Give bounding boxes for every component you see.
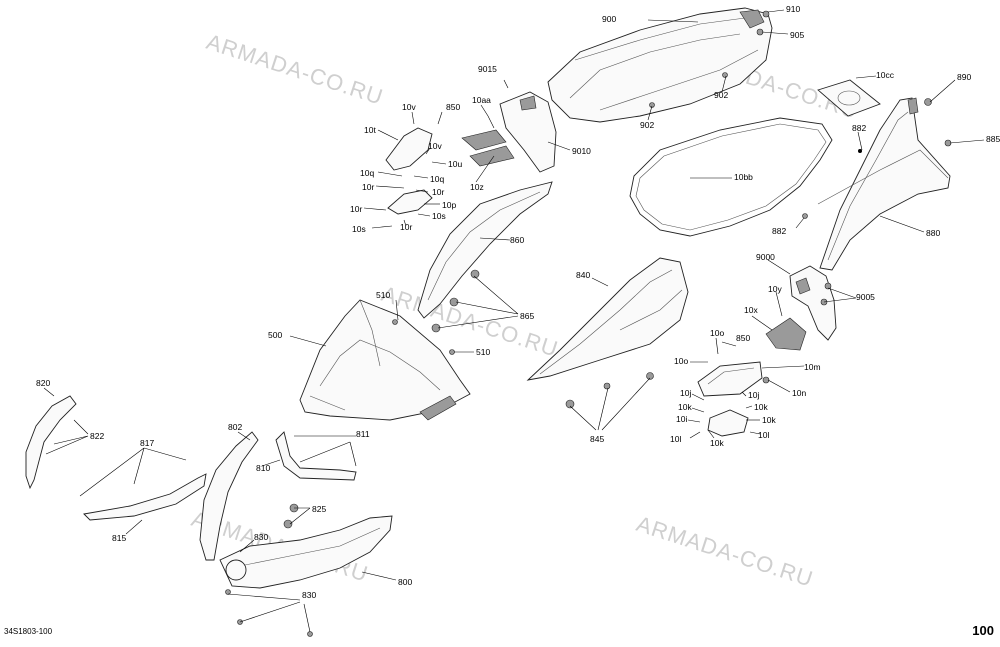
label-10y: 10y [768, 284, 782, 294]
label-10j-2: 10j [748, 390, 759, 400]
label-830-a: 830 [254, 532, 268, 542]
part-9000-bracket [789, 265, 837, 341]
label-850-b: 850 [736, 333, 750, 343]
part-9010-bracket [499, 91, 557, 173]
part-840-side-panel [526, 257, 689, 381]
part-10x-grille [765, 317, 807, 351]
part-800-bumper [219, 515, 393, 589]
watermark-5: ARMADA-CO.RU [633, 511, 816, 592]
label-10x: 10x [744, 305, 758, 315]
label-10n: 10n [792, 388, 806, 398]
label-10k-2: 10k [754, 402, 768, 412]
part-802-support [199, 431, 259, 561]
label-885: 885 [986, 134, 1000, 144]
label-10t: 10t [364, 125, 376, 135]
label-820: 820 [36, 378, 50, 388]
label-845: 845 [590, 434, 604, 444]
part-820-trim [25, 395, 77, 490]
label-905: 905 [790, 30, 804, 40]
label-10k-1: 10k [678, 402, 692, 412]
part-10z-grille [461, 129, 515, 167]
label-10r-2: 10r [432, 187, 444, 197]
label-902-a: 902 [714, 90, 728, 100]
label-822: 822 [90, 431, 104, 441]
part-labels: 900 910 905 902 902 10cc 890 882 885 882… [36, 4, 1000, 600]
label-9005: 9005 [856, 292, 875, 302]
label-10r-3: 10r [350, 204, 362, 214]
label-10o-1: 10o [710, 328, 724, 338]
label-800: 800 [398, 577, 412, 587]
label-10k-4: 10k [710, 438, 724, 448]
label-10r-4: 10r [400, 222, 412, 232]
label-10j-1: 10j [680, 388, 691, 398]
label-902-b: 902 [640, 120, 654, 130]
part-10bb-gasket [629, 117, 833, 237]
label-10s-2: 10s [352, 224, 366, 234]
label-830-b: 830 [302, 590, 316, 600]
label-900: 900 [602, 14, 616, 24]
part-10k-bracket [707, 409, 749, 437]
label-840: 840 [576, 270, 590, 280]
label-510-a: 510 [376, 290, 390, 300]
label-10bb: 10bb [734, 172, 753, 182]
label-9000: 9000 [756, 252, 775, 262]
label-510-b: 510 [476, 347, 490, 357]
page-number: 100 [972, 623, 994, 638]
part-810-trim [275, 431, 357, 481]
label-802: 802 [228, 422, 242, 432]
label-500: 500 [268, 330, 282, 340]
label-10i: 10i [676, 414, 687, 424]
label-882-b: 882 [772, 226, 786, 236]
label-815: 815 [112, 533, 126, 543]
label-10p: 10p [442, 200, 456, 210]
part-880-side-panel [817, 97, 951, 271]
watermark-1: ARMADA-CO.RU [203, 29, 386, 110]
label-810: 810 [256, 463, 270, 473]
label-10l-2: 10l [758, 430, 769, 440]
label-9015: 9015 [478, 64, 497, 74]
part-500-hood [299, 299, 471, 421]
part-900-rear-cover [547, 7, 773, 123]
label-825: 825 [312, 504, 326, 514]
label-10q-1: 10q [360, 168, 374, 178]
document-code: 34S1803-100 [4, 627, 53, 636]
label-10q-2: 10q [430, 174, 444, 184]
label-10s-1: 10s [432, 211, 446, 221]
part-10t-bracket [385, 127, 433, 215]
part-10cc-plate [817, 79, 881, 117]
label-10o-2: 10o [674, 356, 688, 366]
label-10v-1: 10v [402, 102, 416, 112]
label-850-a: 850 [446, 102, 460, 112]
label-882-a: 882 [852, 123, 866, 133]
label-817: 817 [140, 438, 154, 448]
label-860: 860 [510, 235, 524, 245]
label-910: 910 [786, 4, 800, 14]
label-10u: 10u [448, 159, 462, 169]
label-10m: 10m [804, 362, 821, 372]
label-890: 890 [957, 72, 971, 82]
part-10m-plate [697, 361, 763, 397]
label-10cc: 10cc [876, 70, 895, 80]
leader-lines [43, 9, 985, 633]
label-865: 865 [520, 311, 534, 321]
label-10aa: 10aa [472, 95, 491, 105]
label-811: 811 [356, 429, 370, 439]
label-10v-2: 10v [428, 141, 442, 151]
label-10r-1: 10r [362, 182, 374, 192]
part-815-trim [83, 473, 207, 521]
label-10k-3: 10k [762, 415, 776, 425]
label-880: 880 [926, 228, 940, 238]
label-10l-1: 10l [670, 434, 681, 444]
part-860-side-panel [417, 181, 553, 319]
fasteners [225, 10, 952, 637]
label-9010: 9010 [572, 146, 591, 156]
label-10z: 10z [470, 182, 484, 192]
